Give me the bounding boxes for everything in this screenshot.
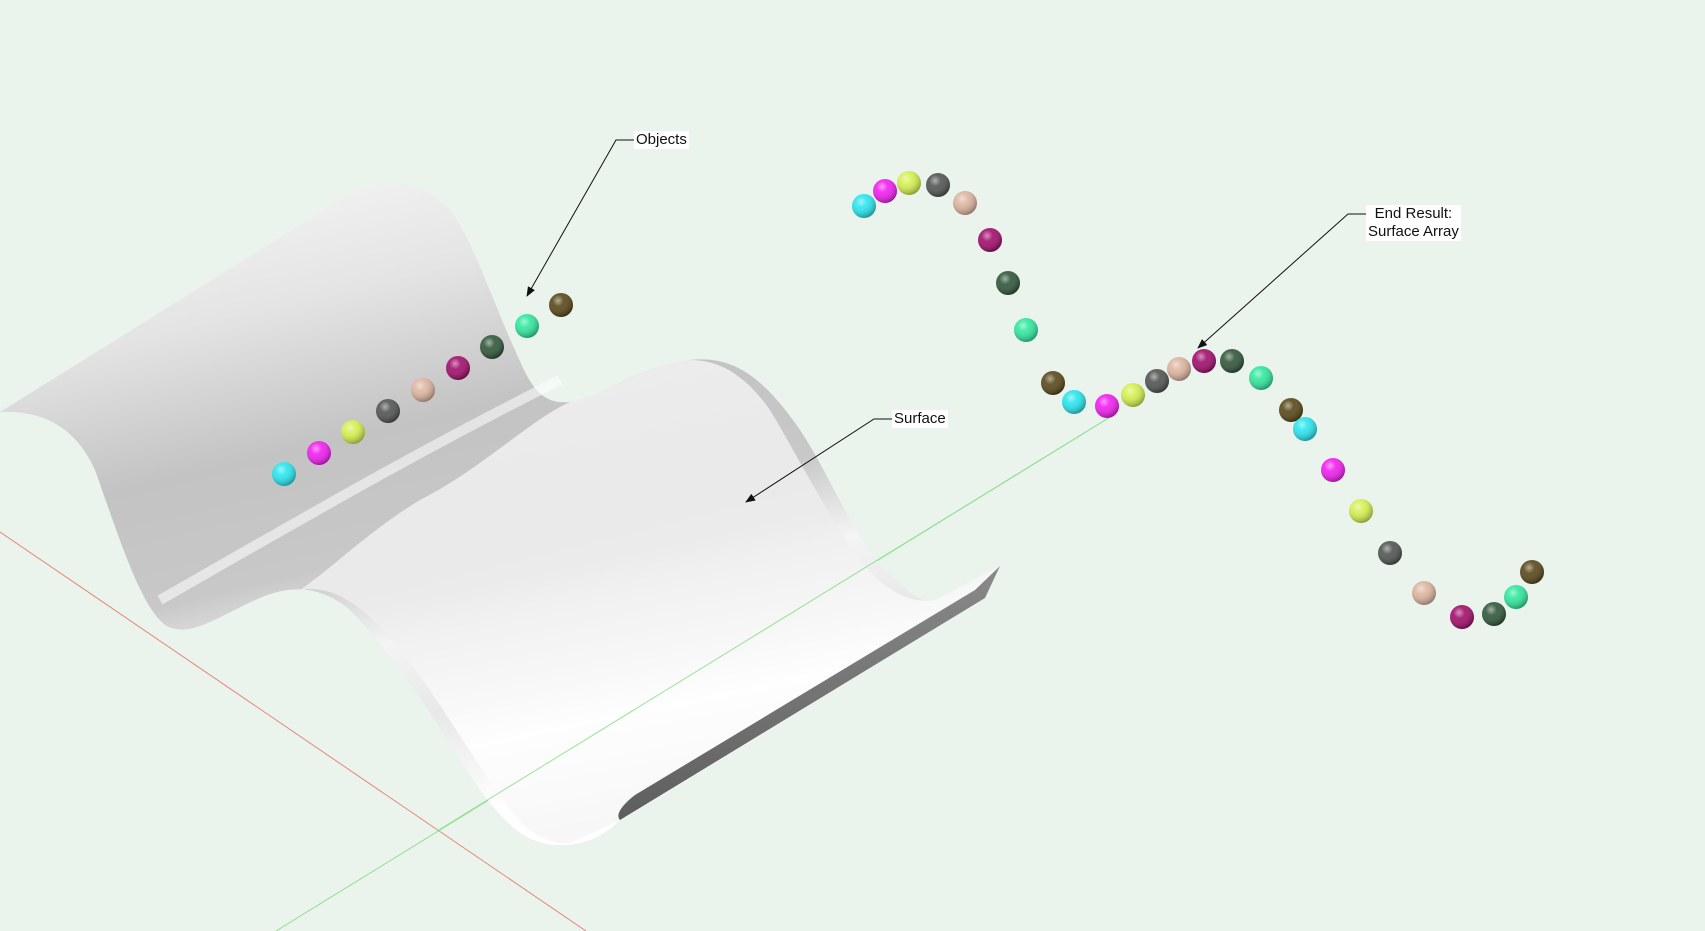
end-result-line2: Surface Array xyxy=(1368,223,1459,240)
surface-leader xyxy=(745,418,892,503)
callout-leaders xyxy=(526,139,1366,503)
surface-edge xyxy=(618,566,1000,820)
objects-callout-label: Objects xyxy=(634,131,689,149)
surface-array[interactable] xyxy=(852,171,1544,629)
surface-front-wave xyxy=(300,360,1000,844)
end-result-callout-label: End Result: Surface Array xyxy=(1366,205,1461,241)
end-result-leader xyxy=(1197,213,1366,349)
objects-leader xyxy=(526,139,634,297)
surface-callout-label: Surface xyxy=(892,410,948,428)
source-objects[interactable] xyxy=(272,293,573,486)
end-result-line1: End Result: xyxy=(1374,205,1453,222)
surface-highlight xyxy=(157,375,563,605)
surface[interactable] xyxy=(0,183,1116,845)
x-axis-line xyxy=(0,531,587,931)
